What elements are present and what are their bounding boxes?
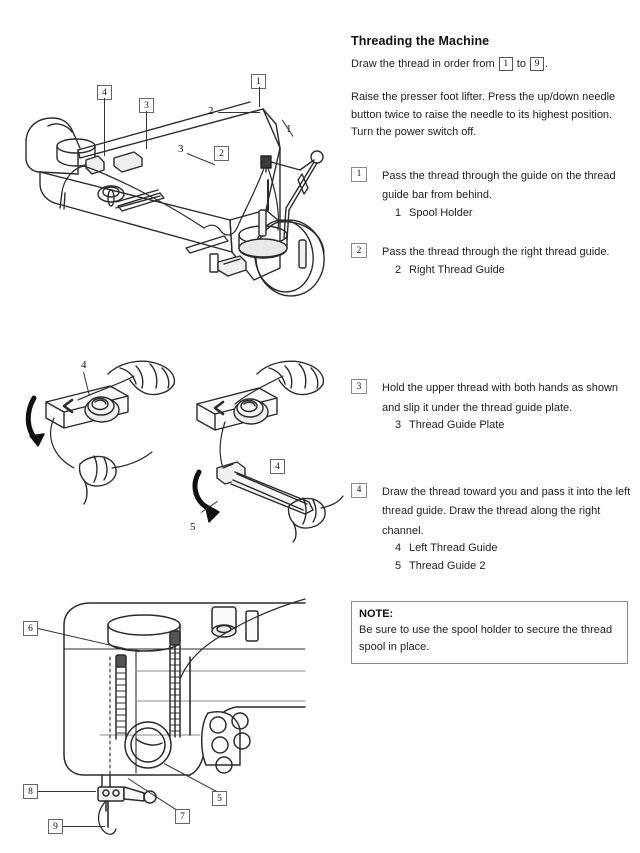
- step-1: 1 Pass the thread through the guide on t…: [351, 166, 635, 205]
- lead-mid: to: [516, 58, 526, 70]
- lead-from-number: 1: [498, 57, 513, 71]
- leader-plain-2: [218, 112, 260, 113]
- step-1-subitem-1-label: Spool Holder: [409, 206, 473, 219]
- step-3-subitem-1-number: 3: [395, 419, 402, 431]
- callout-hand-right-5: 5: [190, 521, 196, 533]
- callout-hand-right-4: 4: [270, 459, 285, 474]
- step-4-text: Draw the thread toward you and pass it i…: [382, 485, 631, 537]
- step-4-marker: 4: [351, 482, 367, 498]
- step-2-text: Pass the thread through the right thread…: [382, 246, 610, 258]
- callout-box-1: 1: [251, 74, 266, 89]
- note-title: NOTE:: [359, 608, 394, 620]
- callout-box-8: 8: [23, 784, 38, 799]
- step-3: 3 Hold the upper thread with both hands …: [351, 378, 635, 417]
- page-title: Threading the Machine: [351, 34, 490, 48]
- step-1-subitem-1: 1 Spool Holder: [351, 205, 635, 223]
- figure-hand-right: 4 5: [185, 356, 350, 543]
- step-2-marker: 2: [351, 243, 367, 258]
- step-2-subitem-1-number: 2: [395, 263, 402, 276]
- step-4-subitem-2-label: Thread Guide 2: [409, 559, 486, 572]
- step-2-subitem-1: 2 Right Thread Guide: [351, 262, 635, 280]
- step-4-subitem-2: 5 Thread Guide 2: [351, 558, 635, 576]
- step-1-marker: 1: [351, 166, 367, 182]
- step-3-subitem-1-label: Thread Guide Plate: [409, 419, 505, 431]
- lead-sentence: Draw the thread in order from 1 to 9.: [351, 56, 635, 72]
- note-box: NOTE: Be sure to use the spool holder to…: [351, 601, 628, 664]
- step-4: 4 Draw the thread toward you and pass it…: [351, 482, 635, 541]
- figure-hand-left: 4: [24, 356, 184, 516]
- lead-prefix: Draw the thread in order from: [351, 58, 495, 70]
- hand-right-drawing: [192, 360, 344, 543]
- callout-box-7: 7: [175, 809, 190, 824]
- lead-suffix: .: [545, 58, 549, 70]
- step-3-subitem-1: 3 Thread Guide Plate: [351, 417, 635, 435]
- figure-top-machine: 4 3 1 2 2 3 1: [18, 62, 348, 322]
- callout-box-6: 6: [23, 621, 38, 636]
- bottom-machine-drawing: [63, 598, 306, 835]
- step-4-subitem-2-number: 5: [395, 559, 402, 572]
- leader-4: [104, 98, 105, 156]
- callout-box-2: 2: [214, 146, 229, 161]
- callout-box-5: 5: [212, 791, 227, 806]
- lead-to-number: 9: [530, 57, 545, 71]
- step-4-subitem-1: 4 Left Thread Guide: [351, 540, 635, 558]
- step-3-text: Hold the upper thread with both hands as…: [382, 382, 619, 414]
- figure-bottom-machine: 6 8 9 7 5: [23, 595, 306, 845]
- step-2-subitem-1-label: Right Thread Guide: [409, 263, 505, 276]
- callout-plain-2: 2: [208, 105, 214, 117]
- hand-left-drawing: [25, 360, 176, 505]
- leader-8: [38, 791, 96, 792]
- leader-1: [259, 87, 260, 107]
- step-3-marker: 3: [351, 379, 367, 394]
- step-1-text: Pass the thread through the guide on the…: [382, 169, 616, 202]
- leader-9: [63, 826, 105, 827]
- callout-box-9: 9: [48, 819, 63, 834]
- step-1-subitem-1-number: 1: [395, 206, 402, 219]
- step-4-subitem-1-number: 4: [395, 542, 402, 554]
- step-4-subitem-1-label: Left Thread Guide: [409, 542, 498, 554]
- instructions-column: Threading the Machine Draw the thread in…: [351, 34, 635, 575]
- note-body: Be sure to use the spool holder to secur…: [359, 624, 613, 653]
- intro-paragraph: Raise the presser foot lifter. Press the…: [351, 91, 616, 138]
- top-machine-drawing: [25, 101, 325, 297]
- leader-3: [146, 111, 147, 149]
- callout-plain-3: 3: [178, 143, 184, 155]
- step-2: 2 Pass the thread through the right thre…: [351, 242, 635, 262]
- callout-hand-left-4: 4: [81, 359, 87, 371]
